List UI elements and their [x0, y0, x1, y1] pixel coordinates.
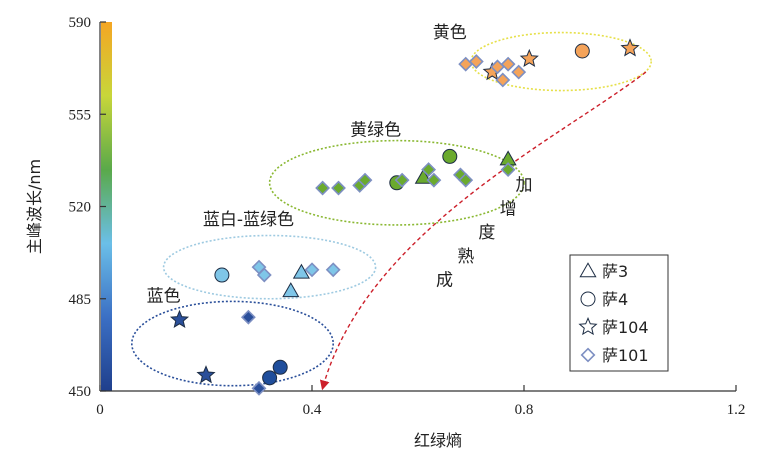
data-points — [169, 38, 640, 396]
data-point-diamond — [511, 64, 527, 80]
group-label: 蓝色 — [147, 286, 181, 306]
data-point-diamond — [304, 262, 320, 278]
data-point-diamond — [458, 56, 474, 72]
x-tick-label: 1.2 — [727, 402, 746, 418]
data-point-diamond — [331, 180, 346, 196]
legend-label: 萨104 — [602, 318, 649, 337]
trend-text-char: 加 — [516, 176, 533, 196]
x-axis-title: 红绿熵 — [414, 431, 462, 450]
data-point-diamond — [495, 72, 511, 88]
y-tick-label: 450 — [69, 384, 92, 400]
y-axis-title: 主峰波长/nm — [25, 159, 44, 254]
x-tick-label: 0 — [96, 402, 104, 418]
legend-marker-diamond — [580, 347, 596, 363]
data-point-star — [169, 309, 190, 328]
axes: 0 0.4 0.8 1.2 450 485 520 555 590 — [69, 15, 746, 418]
legend: 萨3 萨4 萨104 萨101 — [569, 254, 669, 372]
data-point-triangle — [292, 263, 310, 279]
data-point-circle — [214, 267, 230, 283]
data-point-diamond — [315, 180, 331, 196]
data-point-diamond — [394, 172, 410, 188]
data-point-diamond — [421, 162, 437, 178]
y-tick-label: 485 — [69, 292, 92, 308]
group-ellipse-0 — [470, 31, 652, 92]
data-point-circle — [442, 148, 458, 164]
data-point-circle — [262, 370, 278, 386]
data-point-star — [196, 365, 216, 384]
legend-marker-star — [578, 316, 598, 336]
group-ellipse-3 — [131, 300, 334, 387]
trend-arrow-path — [319, 71, 647, 391]
x-tick-label: 0.4 — [303, 402, 322, 418]
trend-text-char: 度 — [478, 223, 495, 243]
data-point-star — [519, 48, 539, 68]
data-point-diamond — [458, 172, 474, 188]
trend-text-char: 增 — [500, 199, 517, 219]
data-point-diamond — [251, 380, 267, 396]
legend-label: 萨3 — [602, 262, 628, 281]
y-tick-label: 520 — [69, 200, 92, 216]
group-ellipses — [131, 31, 652, 387]
group-label: 黄绿色 — [350, 120, 401, 140]
colorbar-layer — [101, 22, 112, 391]
trend-text-char: 熟 — [457, 246, 474, 267]
group-label: 黄色 — [433, 23, 467, 43]
data-point-diamond — [240, 309, 256, 325]
data-point-diamond — [426, 172, 442, 188]
data-point-circle — [272, 359, 288, 375]
group-ellipse-2 — [162, 234, 377, 300]
data-point-triangle — [282, 282, 300, 298]
data-point-diamond — [256, 267, 272, 283]
data-point-diamond — [325, 262, 341, 278]
data-point-diamond — [357, 172, 373, 188]
colorbar — [101, 22, 112, 391]
data-point-diamond — [500, 162, 516, 178]
data-point-circle — [574, 43, 590, 59]
data-point-diamond — [500, 56, 516, 72]
legend-label: 萨4 — [602, 290, 628, 309]
trend-text-char: 成 — [436, 271, 453, 291]
legend-marker-triangle — [579, 262, 597, 278]
legend-marker-circle — [580, 291, 596, 307]
group-ellipse-1 — [268, 139, 525, 226]
y-tick-label: 590 — [69, 15, 92, 31]
y-tick-label: 555 — [69, 107, 92, 123]
group-label: 蓝白-蓝绿色 — [203, 210, 294, 230]
data-point-star — [620, 38, 640, 57]
legend-label: 萨101 — [602, 346, 649, 365]
x-tick-label: 0.8 — [515, 402, 534, 418]
data-point-diamond — [468, 54, 484, 69]
